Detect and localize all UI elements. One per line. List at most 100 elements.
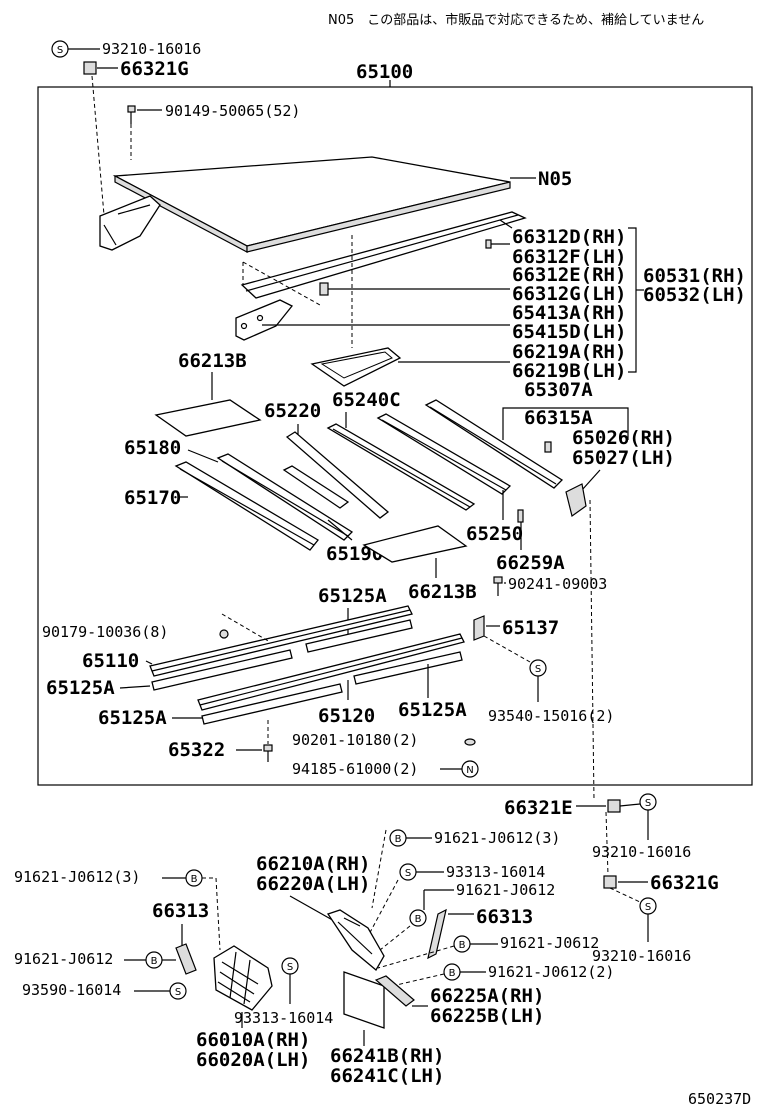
label-66213b-upper: 66213B: [178, 350, 247, 372]
reference-code: 650237D: [688, 1090, 751, 1108]
rail-65250-part: [376, 413, 512, 495]
label-65170: 65170: [124, 487, 181, 509]
label-66210a: 66210A(RH): [256, 853, 370, 875]
b-marker-91621-b: B: [409, 909, 427, 927]
rail-65170-part: [174, 461, 319, 551]
n-marker-94185: N: [461, 760, 479, 778]
assembly-frame: [37, 86, 753, 786]
label-90179-10036: 90179-10036(8): [42, 623, 168, 641]
label-n05: N05: [538, 168, 572, 190]
label-93540-15016: 93540-15016(2): [488, 707, 614, 725]
label-66219b: 66219B(LH): [512, 360, 626, 382]
rail-65180-part: [216, 453, 354, 541]
bracket-66313-right-part: [427, 908, 447, 960]
crossmember-65120-part: [197, 633, 465, 711]
b-marker-91621-e: B: [185, 869, 203, 887]
svg-text:S: S: [645, 798, 651, 809]
label-65137: 65137: [502, 617, 559, 639]
label-66313-left: 66313: [152, 900, 209, 922]
label-66241b: 66241B(RH): [330, 1045, 444, 1067]
label-65307a: 65307A: [524, 379, 593, 401]
label-66321e: 66321E: [504, 797, 573, 819]
label-93210-16016-top: 93210-16016: [102, 40, 201, 58]
label-65026: 65026(RH): [572, 427, 675, 449]
s-marker-93313-a: S: [399, 863, 417, 881]
pin-66312-part: [485, 239, 510, 249]
svg-text:B: B: [395, 834, 402, 845]
strip-66225a-part: [374, 975, 415, 1007]
svg-text:B: B: [449, 968, 456, 979]
label-66312e: 66312E(RH): [512, 264, 626, 286]
label-94185-61000: 94185-61000(2): [292, 760, 418, 778]
label-93313-16014-b: 93313-16014: [234, 1009, 333, 1027]
svg-text:S: S: [287, 962, 293, 973]
label-66225a: 66225A(RH): [430, 985, 544, 1007]
label-65322: 65322: [168, 739, 225, 761]
label-60531: 60531(RH): [643, 265, 746, 287]
strip-65125a-a-part: [305, 619, 413, 653]
nut-66321g-bottom-part: [603, 875, 617, 889]
label-65125a-left1: 65125A: [46, 677, 115, 699]
s-marker-93540: S: [529, 659, 547, 677]
label-65120: 65120: [318, 705, 375, 727]
hinge-bracket-part: [99, 195, 161, 251]
strip-65125a-c-part: [353, 651, 463, 685]
label-66312g: 66312G(LH): [512, 283, 626, 305]
label-90149-50065: 90149-50065(52): [165, 102, 300, 120]
nut-66321g-part: [83, 61, 97, 75]
strip-65125a-b-part: [151, 649, 293, 691]
header-note: N05 この部品は、市販品で対応できるため、補給していません: [328, 12, 704, 28]
main-assembly-label: 65100: [356, 61, 413, 83]
bracket-65137-part: [473, 615, 485, 641]
panel-66241b-part: [343, 971, 385, 1029]
svg-text:B: B: [191, 874, 198, 885]
label-65027: 65027(LH): [572, 447, 675, 469]
hinge-65026-part: [565, 483, 587, 518]
label-65180: 65180: [124, 437, 181, 459]
label-91621-j0612-d: 91621-J0612: [14, 950, 113, 968]
bolt-90241-part: [493, 576, 503, 596]
label-91621-j0612-3-a: 91621-J0612(3): [434, 829, 560, 847]
label-65240c: 65240C: [332, 389, 401, 411]
label-65413a: 65413A(RH): [512, 302, 626, 324]
label-66315a: 66315A: [524, 407, 593, 429]
pin-66259a-part: [517, 509, 524, 523]
label-66312d: 66312D(RH): [512, 226, 626, 248]
label-91621-j0612-3-b: 91621-J0612(3): [14, 868, 140, 886]
b-marker-91621-c: B: [453, 935, 471, 953]
label-66313-right: 66313: [476, 906, 533, 928]
rail-65307a-part: [424, 399, 564, 489]
label-66020a: 66020A(LH): [196, 1049, 310, 1071]
label-66213b-lower: 66213B: [408, 581, 477, 603]
svg-text:B: B: [415, 914, 422, 925]
screw-90179-part: [219, 629, 229, 639]
label-66220a: 66220A(LH): [256, 873, 370, 895]
label-91621-j0612-b: 91621-J0612: [456, 881, 555, 899]
pin-66315a-part: [544, 441, 552, 453]
label-91621-j0612-2: 91621-J0612(2): [488, 963, 614, 981]
label-66010a: 66010A(RH): [196, 1029, 310, 1051]
nut-66321e-part: [607, 799, 621, 813]
label-91621-j0612-c: 91621-J0612: [500, 934, 599, 952]
svg-text:S: S: [645, 902, 651, 913]
svg-text:B: B: [151, 956, 158, 967]
svg-text:S: S: [175, 987, 181, 998]
label-66321g-top: 66321G: [120, 58, 189, 80]
washer-90201-part: [464, 738, 476, 746]
label-93210-16016-mid: 93210-16016: [592, 843, 691, 861]
label-65110: 65110: [82, 650, 139, 672]
b-marker-91621-a: B: [389, 829, 407, 847]
label-66312f: 66312F(LH): [512, 246, 626, 268]
label-66321g-bottom: 66321G: [650, 872, 719, 894]
s-marker-1: S: [51, 40, 69, 58]
svg-text:S: S: [57, 45, 63, 56]
rail-65190-part: [282, 465, 350, 509]
label-93590-16014: 93590-16014: [22, 981, 121, 999]
mat-66213b-lower-part: [362, 525, 468, 563]
svg-text:B: B: [459, 940, 466, 951]
svg-text:N: N: [466, 765, 473, 776]
s-marker-93210-bottom: S: [639, 897, 657, 915]
bracket-66313-left-part: [175, 943, 197, 975]
side-rail-part: [240, 211, 527, 299]
